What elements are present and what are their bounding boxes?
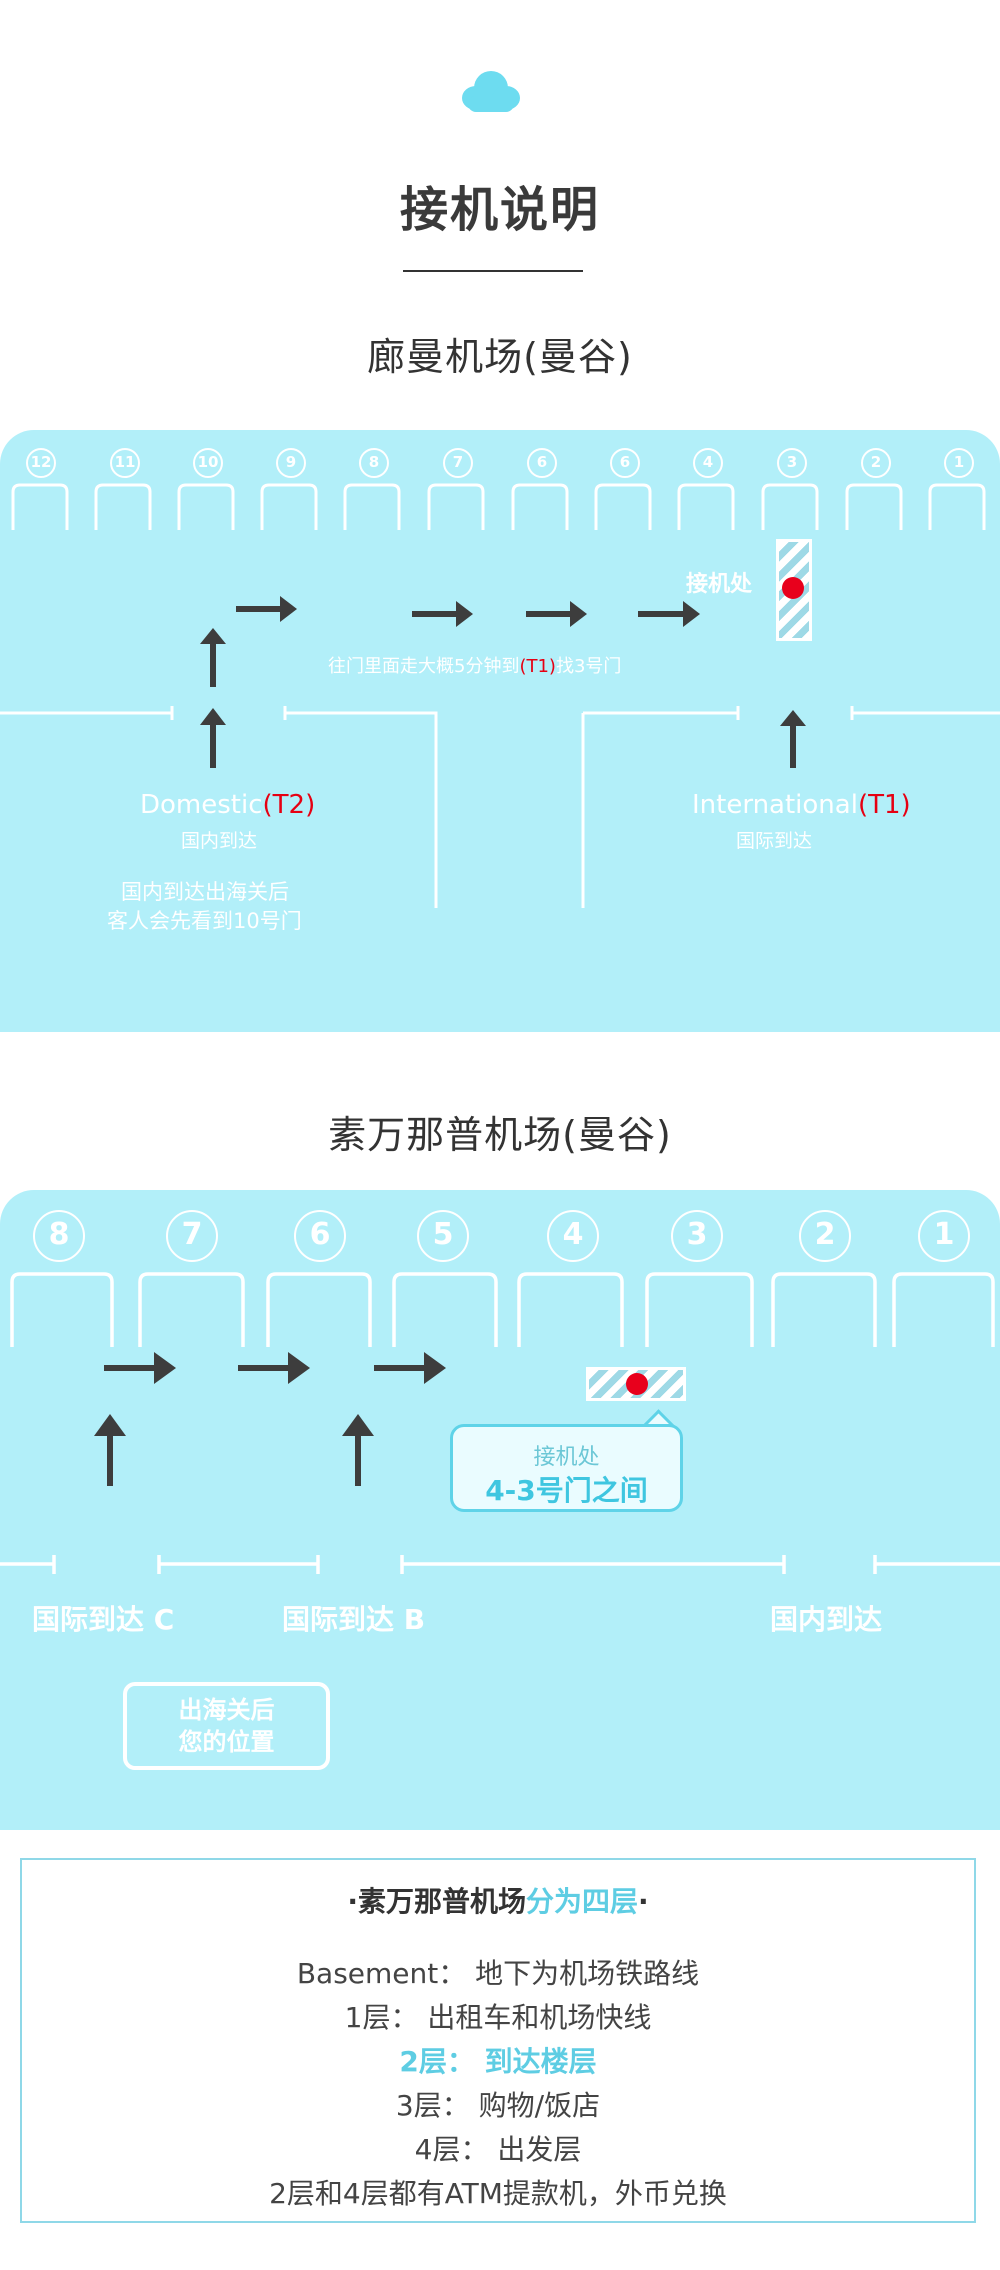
pickup-callout: 接机处 4-3号门之间 [450,1424,683,1512]
gate-bays [0,483,1000,908]
gate-number: 9 [276,448,306,478]
domestic-arrival-label: Domestic(T2) [140,790,316,820]
page-title: 接机说明 [399,182,600,238]
don-mueang-map: 12 11 10 9 8 7 6 6 4 3 2 1 [0,430,1000,1032]
direction-note: 往门里面走大概5分钟到(T1)找3号门 [328,656,622,677]
gate-number: 8 [33,1210,85,1262]
gate-number: 11 [110,448,140,478]
floor-line-atm: 2层和4层都有ATM提款机，外币兑换 [269,2177,727,2210]
pickup-location-marker [782,577,804,599]
cloud-icon [462,71,520,112]
gate-number: 6 [527,448,557,478]
gate-number: 6 [610,448,640,478]
your-position-line-2: 您的位置 [178,1728,275,1756]
gate-number: 2 [861,448,891,478]
gate-number: 2 [799,1210,851,1262]
gate-number: 5 [417,1210,469,1262]
section-title-don-mueang: 廊曼机场(曼谷) [367,335,633,379]
pickup-location-marker [626,1373,648,1395]
title-divider [403,270,583,272]
intl-arrival-c-label: 国际到达 C [32,1603,175,1636]
your-position-line-1: 出海关后 [178,1696,275,1724]
floor-line-3: 3层： 购物/饭店 [395,2089,601,2122]
gate-number: 10 [193,448,223,478]
pickup-label: 接机处 [686,572,753,597]
gate-number: 3 [777,448,807,478]
international-arrival-label: International(T1) [692,790,911,820]
domestic-arrival-cn: 国内到达 [181,830,258,852]
domestic-arrival-label: 国内到达 [770,1603,883,1636]
gate-number: 1 [944,448,974,478]
gate-number: 7 [443,448,473,478]
gate-number: 12 [26,448,56,478]
gate-number: 1 [918,1210,970,1262]
floor-line-1: 1层： 出租车和机场快线 [344,2001,652,2034]
gate-number: 6 [294,1210,346,1262]
domestic-note-line-1: 国内到达出海关后 [121,880,289,904]
gate-number: 7 [166,1210,218,1262]
floor-info-box: ·素万那普机场分为四层· Basement： 地下为机场铁路线 1层： 出租车和… [20,1858,976,2223]
international-arrival-cn: 国际到达 [736,830,813,852]
gate-bays [0,1272,1000,1574]
floor-info-title: ·素万那普机场分为四层· [347,1885,649,1918]
floor-line-4: 4层： 出发层 [414,2133,582,2166]
gate-number: 4 [547,1210,599,1262]
floor-line-2: 2层： 到达楼层 [399,2045,597,2078]
floor-line-basement: Basement： 地下为机场铁路线 [296,1957,700,1990]
domestic-note-line-2: 客人会先看到10号门 [107,909,302,933]
your-position-box: 出海关后 您的位置 [123,1682,330,1770]
pickup-callout-title: 接机处 [533,1445,600,1470]
gate-number: 3 [671,1210,723,1262]
gate-number: 4 [693,448,723,478]
pickup-callout-location: 4-3号门之间 [485,1474,648,1507]
section-title-suvarnabhumi: 素万那普机场(曼谷) [328,1113,672,1157]
gate-number: 8 [359,448,389,478]
intl-arrival-b-label: 国际到达 B [282,1603,426,1636]
